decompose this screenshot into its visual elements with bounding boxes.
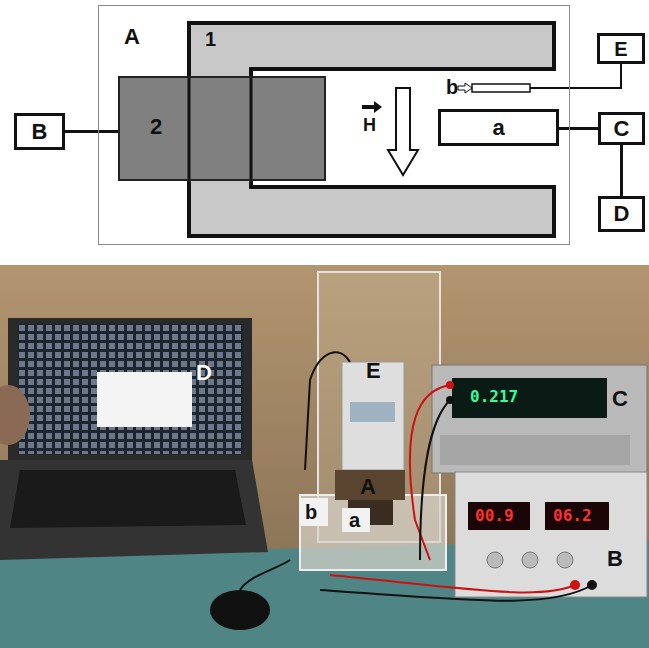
wire: [559, 127, 598, 130]
power-supply-box: B: [14, 113, 65, 150]
node-label: E: [614, 39, 627, 59]
meter-box: C: [598, 112, 645, 145]
hall-probe: [472, 84, 530, 92]
photo-label: a: [349, 510, 360, 530]
field-symbol: H: [363, 116, 376, 134]
probe-label: b: [446, 77, 458, 97]
photo-label: E: [366, 360, 381, 382]
node-label: B: [32, 121, 48, 143]
photo-label: B: [607, 548, 623, 570]
wire: [65, 130, 118, 133]
node-label: 2: [150, 116, 162, 138]
photo-label: C: [612, 388, 628, 410]
wire: [620, 145, 623, 196]
gaussmeter-box: E: [597, 33, 645, 64]
outer-frame: A 1 2 a: [98, 5, 570, 245]
display-reading: 00.9: [475, 508, 514, 524]
display-reading: 06.2: [553, 508, 592, 524]
field-direction-arrow: [388, 88, 418, 175]
node-label: a: [492, 117, 504, 139]
node-label: A: [124, 26, 140, 48]
field-arrow: [362, 101, 382, 113]
coil-block: 2: [118, 76, 326, 181]
computer-box: D: [598, 196, 645, 232]
sample-box: a: [438, 109, 559, 146]
node-label: D: [614, 203, 630, 225]
node-label: 1: [205, 29, 216, 49]
photo-label: A: [360, 476, 376, 498]
probe-arrow: [458, 83, 472, 93]
photo-label: D: [196, 362, 212, 384]
photo-label: b: [305, 502, 317, 522]
node-label: C: [614, 118, 630, 140]
display-reading: 0.217: [470, 389, 518, 405]
